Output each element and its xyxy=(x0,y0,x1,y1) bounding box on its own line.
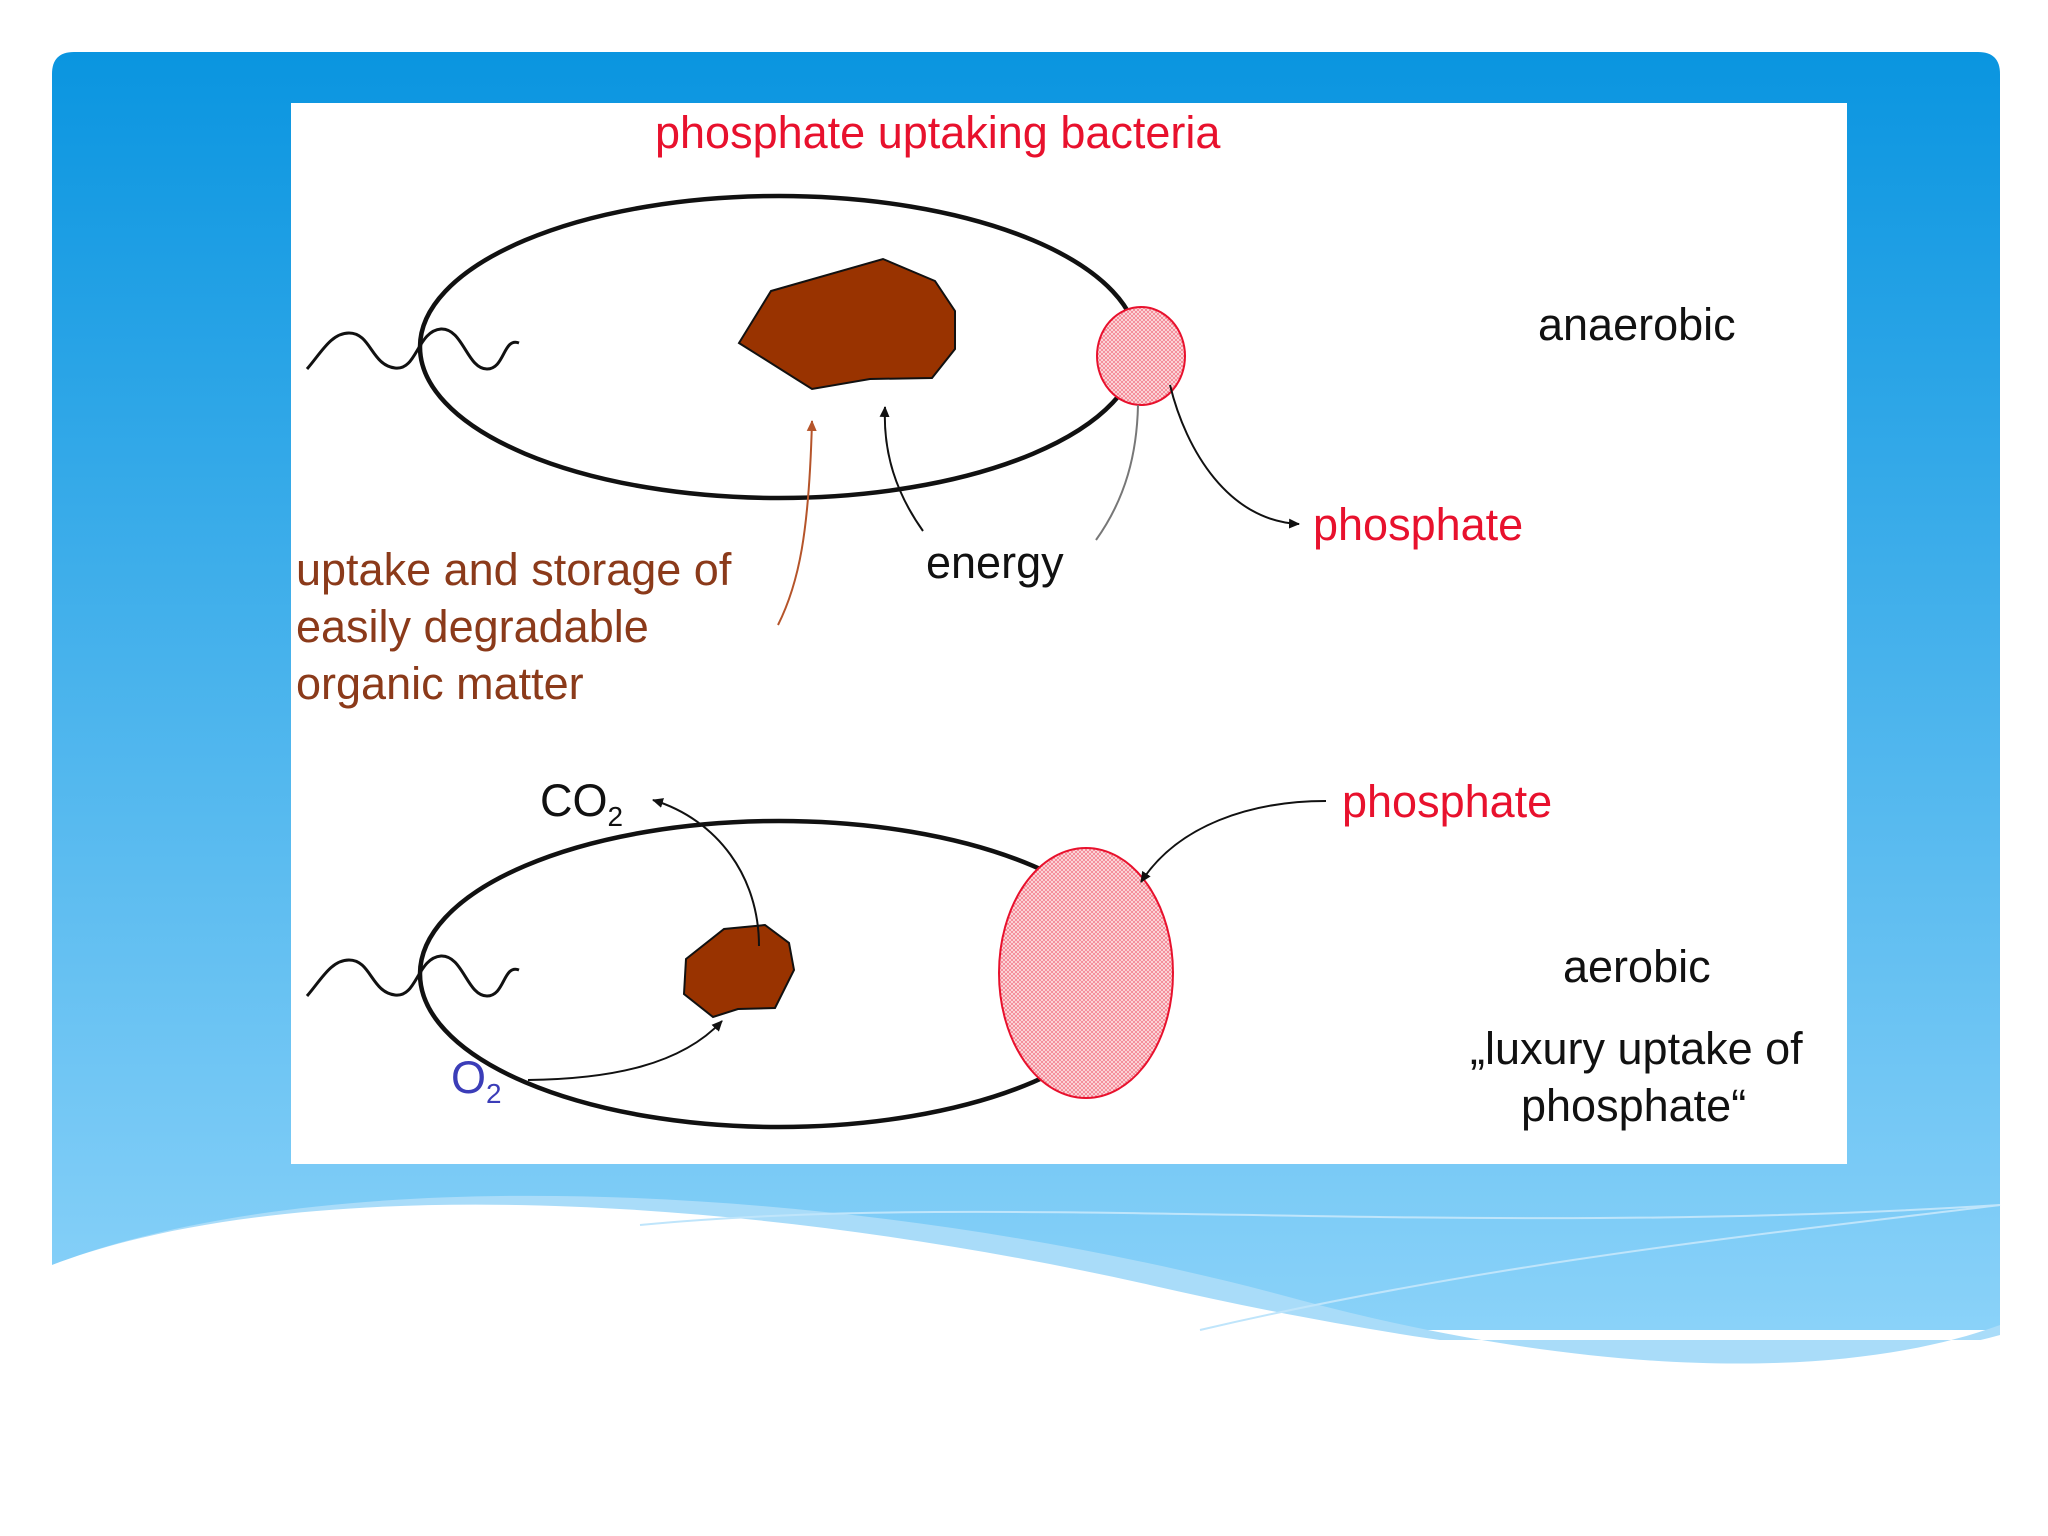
arrow-energy-to-storage xyxy=(879,406,924,532)
energy-line xyxy=(1095,404,1139,541)
arrow-co2-release xyxy=(652,798,760,947)
o2-subscript: 2 xyxy=(486,1077,502,1109)
uptake-label-line1: uptake and storage of xyxy=(296,544,732,595)
luxury-uptake-line1: „luxury uptake of xyxy=(1470,1023,1803,1074)
wave-line xyxy=(639,1204,2001,1226)
organic-storage-top xyxy=(737,257,956,391)
diagram-drawing xyxy=(305,193,1327,1130)
arrow-organic-uptake xyxy=(777,420,817,626)
phosphate-granule-small xyxy=(1096,306,1186,406)
o2-main: O xyxy=(451,1052,487,1103)
aerobic-label: aerobic xyxy=(1563,941,1711,992)
arrow-phosphate-uptake xyxy=(1140,800,1327,883)
anaerobic-label: anaerobic xyxy=(1538,299,1736,350)
luxury-uptake-line2: phosphate“ xyxy=(1521,1080,1747,1131)
co2-label: CO2 xyxy=(540,775,623,830)
organic-storage-bottom xyxy=(682,923,796,1019)
flagellum-bottom xyxy=(305,954,520,998)
phosphate-granule-large xyxy=(998,847,1174,1099)
energy-label: energy xyxy=(926,537,1064,588)
uptake-label-line3: organic matter xyxy=(296,658,584,709)
o2-label: O2 xyxy=(451,1052,502,1107)
arrow-phosphate-release xyxy=(1169,384,1300,529)
uptake-label-line2: easily degradable xyxy=(296,601,649,652)
phosphate-label-uptake: phosphate xyxy=(1342,776,1553,827)
phosphate-label-released: phosphate xyxy=(1313,499,1524,550)
diagram-title: phosphate uptaking bacteria xyxy=(655,107,1221,158)
wave-white xyxy=(52,1204,2000,1536)
co2-main: CO xyxy=(540,775,608,826)
flagellum-top xyxy=(305,327,520,371)
wave-line xyxy=(1199,1204,2001,1331)
arrow-oxygen-uptake xyxy=(527,1020,723,1081)
co2-subscript: 2 xyxy=(607,800,624,832)
diagram-figure: phosphate uptaking bacteria anaerobic ph… xyxy=(291,103,1847,1164)
